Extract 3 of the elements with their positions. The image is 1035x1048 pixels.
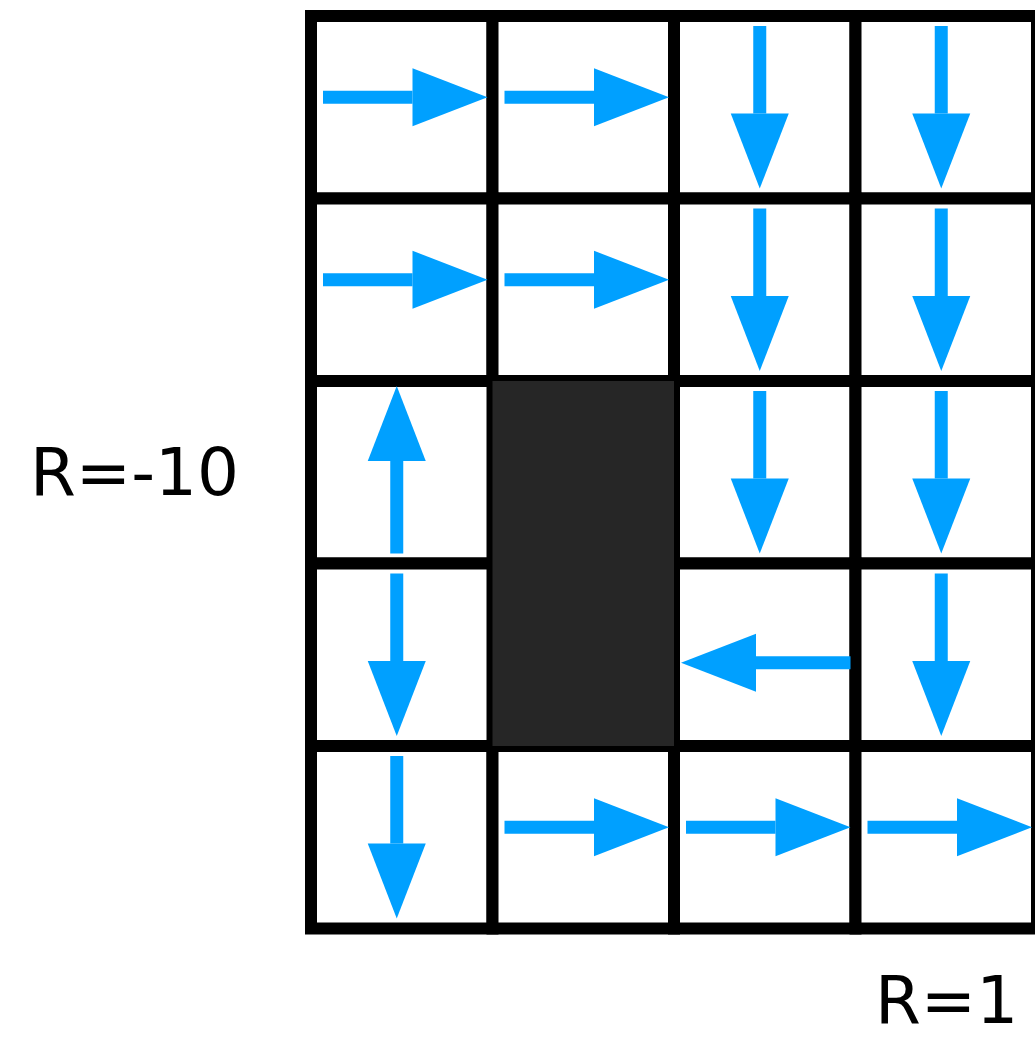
reward-label: R=-10 [30,440,239,506]
reward-label: R=1 [875,968,1019,1034]
wall-block [492,381,674,746]
